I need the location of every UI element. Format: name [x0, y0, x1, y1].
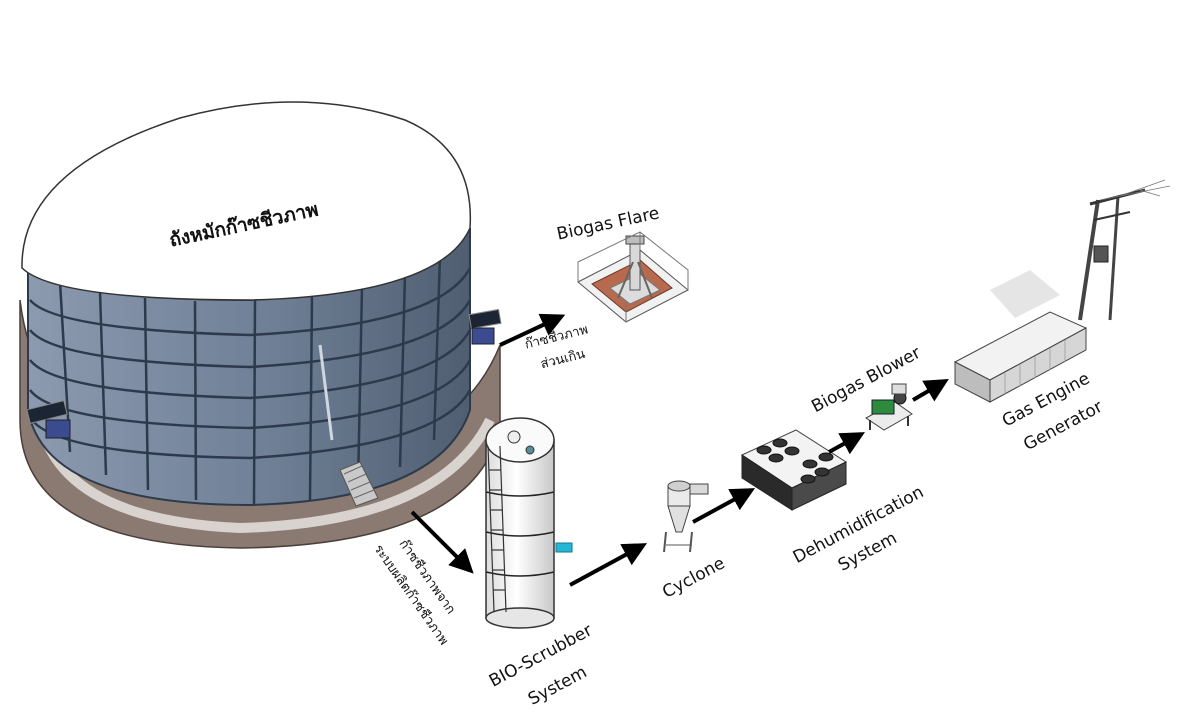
power-pole-icon: [1078, 179, 1171, 321]
arrow-cyclone-to-dehumid: [692, 488, 756, 524]
arrow-dehumid-to-blower: [828, 432, 866, 455]
gas-engine-container-icon: [953, 270, 1088, 403]
arrow-tank-to-flare: [499, 313, 566, 347]
biogas-flare-icon: [577, 231, 689, 323]
dehumidifier-icon: [740, 429, 848, 511]
arrow-source-to-scrubber: [410, 510, 474, 574]
digester-tank-icon: [19, 101, 502, 549]
biogas-blower-icon: [865, 383, 913, 431]
bio-scrubber-icon: [485, 417, 573, 629]
cyclone-icon: [663, 480, 709, 553]
arrow-scrubber-to-cyclone: [569, 543, 648, 587]
arrow-blower-to-engine: [911, 378, 949, 402]
